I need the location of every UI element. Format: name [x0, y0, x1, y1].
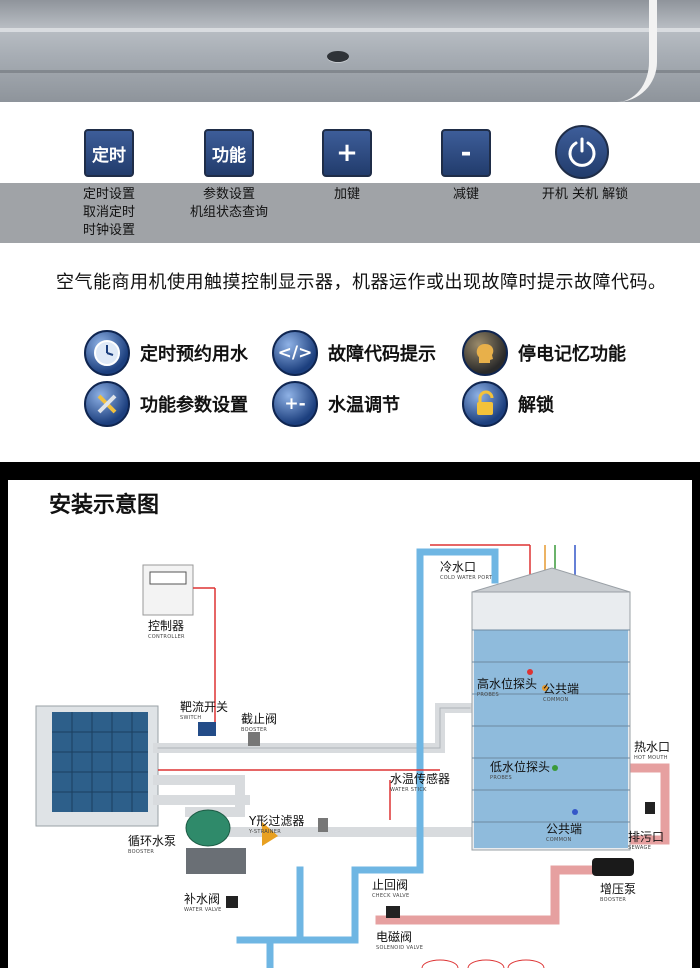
- padlock-icon: [462, 381, 508, 427]
- diagram-panel: [8, 480, 692, 968]
- plus-minus-icon: +-: [272, 381, 318, 427]
- plus-key[interactable]: +: [322, 129, 372, 177]
- feature-label: 功能参数设置: [140, 395, 248, 416]
- feature-temp: +- 水温调节: [272, 381, 400, 427]
- feature-timer: 定时预约用水: [84, 330, 248, 376]
- feature-memory: 停电记忆功能: [462, 330, 626, 376]
- tools-icon: [84, 381, 130, 427]
- timer-key-desc: 定时设置 取消定时 时钟设置: [82, 187, 135, 238]
- feature-label: 故障代码提示: [328, 344, 436, 365]
- feature-label: 停电记忆功能: [518, 344, 626, 365]
- feature-params: 功能参数设置: [84, 381, 248, 427]
- intro-text: 空气能商用机使用触摸控制显示器，机器运作或出现故障时提示故障代码。: [56, 272, 667, 293]
- feature-label: 水温调节: [328, 395, 400, 416]
- cable: [615, 0, 657, 102]
- minus-key[interactable]: -: [441, 129, 491, 177]
- power-key-desc: 开机 关机 解锁: [541, 187, 629, 202]
- code-icon: </>: [272, 330, 318, 376]
- minus-key-desc: 减键: [452, 187, 479, 202]
- head-icon: [462, 330, 508, 376]
- timer-key[interactable]: 定时: [84, 129, 134, 177]
- bezel-groove: [0, 28, 700, 32]
- power-key[interactable]: [555, 125, 609, 179]
- power-icon: [568, 137, 596, 167]
- feature-unlock: 解锁: [462, 381, 554, 427]
- feature-label: 定时预约用水: [140, 344, 248, 365]
- diagram-frame: [0, 462, 700, 968]
- bezel-groove: [0, 70, 700, 73]
- device-bezel: [0, 0, 700, 102]
- plus-key-desc: 加键: [333, 187, 360, 202]
- feature-label: 解锁: [518, 395, 554, 416]
- clock-icon: [84, 330, 130, 376]
- panel-strip: [0, 183, 700, 243]
- feature-fault-code: </> 故障代码提示: [272, 330, 436, 376]
- screw-hole: [327, 51, 349, 62]
- function-key-desc: 参数设置 机组状态查询: [189, 187, 268, 220]
- diagram-title: 安装示意图: [49, 493, 160, 518]
- function-key[interactable]: 功能: [204, 129, 254, 177]
